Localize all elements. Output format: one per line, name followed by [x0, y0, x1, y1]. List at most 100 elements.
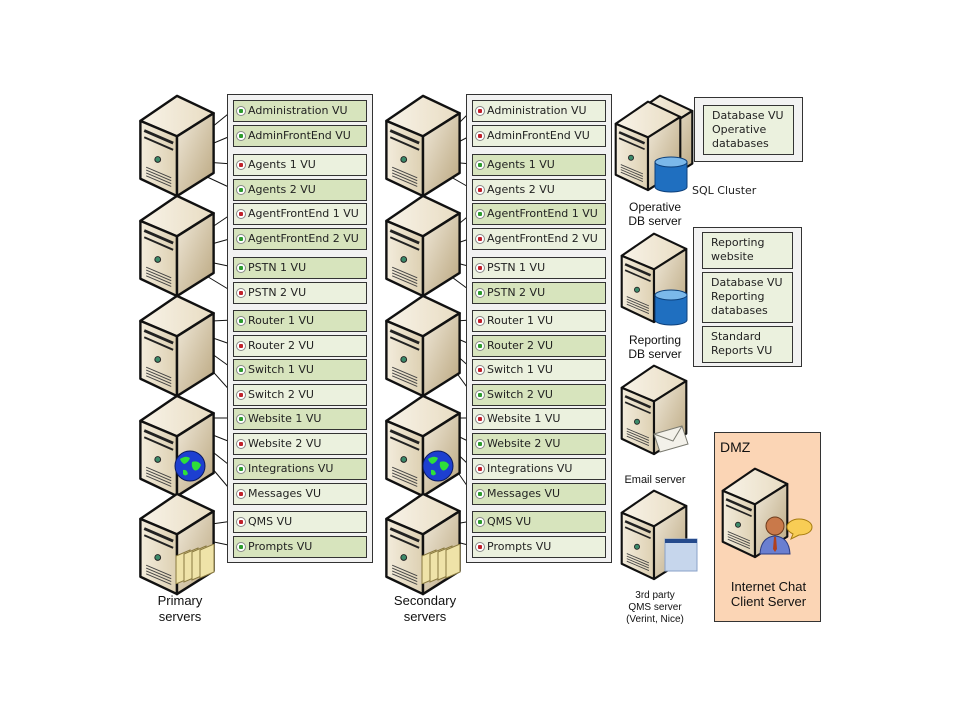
vu-label: Router 2 VU: [487, 339, 554, 352]
database-vu-operative-box[interactable]: Database VU Operative databases: [703, 105, 794, 155]
vu-item[interactable]: AgentFrontEnd 2 VU: [472, 228, 606, 250]
speech-bubble-icon: [786, 518, 813, 541]
vu-item[interactable]: Agents 2 VU: [472, 179, 606, 201]
vu-item[interactable]: PSTN 2 VU: [233, 282, 367, 304]
vu-status-icon: [475, 390, 485, 400]
vu-label: Router 1 VU: [487, 314, 554, 327]
vu-item[interactable]: Website 2 VU: [233, 433, 367, 455]
vu-item[interactable]: Messages VU: [233, 483, 367, 505]
standard-reports-vu-box[interactable]: Standard Reports VU: [702, 326, 793, 363]
vu-item[interactable]: AgentFrontEnd 1 VU: [472, 203, 606, 225]
vu-item[interactable]: Router 1 VU: [233, 310, 367, 332]
vu-status-icon: [236, 489, 246, 499]
vu-label: Router 1 VU: [248, 314, 315, 327]
vu-status-icon: [236, 234, 246, 244]
vu-status-icon: [236, 464, 246, 474]
secondary-server-3-icon[interactable]: [384, 292, 462, 398]
vu-label: Agents 1 VU: [487, 158, 555, 171]
vu-status-icon: [475, 185, 485, 195]
vu-item[interactable]: QMS VU: [233, 511, 367, 533]
vu-label: PSTN 2 VU: [248, 286, 307, 299]
secondary-server-4-icon[interactable]: [384, 392, 462, 498]
vu-item[interactable]: Website 2 VU: [472, 433, 606, 455]
vu-label: QMS VU: [487, 515, 532, 528]
vu-status-icon: [475, 365, 485, 375]
vu-label: PSTN 1 VU: [248, 261, 307, 274]
primary-server-3-icon[interactable]: [138, 292, 216, 398]
reporting-website-box[interactable]: Reporting website: [702, 232, 793, 269]
primary-server-2-icon[interactable]: [138, 192, 216, 298]
vu-item[interactable]: Messages VU: [472, 483, 606, 505]
person-icon: [759, 516, 791, 555]
vu-item[interactable]: Switch 2 VU: [233, 384, 367, 406]
vu-item[interactable]: Prompts VU: [233, 536, 367, 558]
vu-item[interactable]: AdminFrontEnd VU: [472, 125, 606, 147]
vu-label: Messages VU: [487, 487, 561, 500]
secondary-server-2-icon[interactable]: [384, 192, 462, 298]
vu-item[interactable]: Router 1 VU: [472, 310, 606, 332]
primary-server-1-icon[interactable]: [138, 92, 216, 198]
vu-status-icon: [475, 316, 485, 326]
vu-status-icon: [236, 439, 246, 449]
vu-item[interactable]: QMS VU: [472, 511, 606, 533]
vu-status-icon: [475, 209, 485, 219]
vu-label: AgentFrontEnd 2 VU: [487, 232, 598, 245]
vu-item[interactable]: Agents 2 VU: [233, 179, 367, 201]
vu-status-icon: [236, 414, 246, 424]
vu-item[interactable]: AdminFrontEnd VU: [233, 125, 367, 147]
vu-item[interactable]: Switch 2 VU: [472, 384, 606, 406]
vu-label: Agents 2 VU: [487, 183, 555, 196]
vu-status-icon: [236, 185, 246, 195]
vu-item[interactable]: PSTN 1 VU: [472, 257, 606, 279]
vu-item[interactable]: Agents 1 VU: [233, 154, 367, 176]
dmz-title: DMZ: [720, 439, 751, 455]
vu-item[interactable]: AgentFrontEnd 2 VU: [233, 228, 367, 250]
vu-item[interactable]: Prompts VU: [472, 536, 606, 558]
vu-status-icon: [475, 341, 485, 351]
vu-label: AgentFrontEnd 2 VU: [248, 232, 359, 245]
vu-label: Prompts VU: [487, 540, 552, 553]
vu-item[interactable]: Agents 1 VU: [472, 154, 606, 176]
envelope-icon: [653, 425, 689, 453]
qms-server-label: 3rd party QMS server (Verint, Nice): [626, 590, 684, 625]
vu-item[interactable]: Integrations VU: [233, 458, 367, 480]
internet-chat-server-label: Internet Chat Client Server: [730, 579, 807, 609]
vu-item[interactable]: Router 2 VU: [472, 335, 606, 357]
vu-item[interactable]: AgentFrontEnd 1 VU: [233, 203, 367, 225]
vu-label: AgentFrontEnd 1 VU: [248, 207, 359, 220]
vu-label: QMS VU: [248, 515, 293, 528]
vu-item[interactable]: PSTN 1 VU: [233, 257, 367, 279]
operative-db-server-label: Operative DB server: [628, 200, 682, 228]
vu-item[interactable]: Administration VU: [472, 100, 606, 122]
vu-label: Website 2 VU: [487, 437, 561, 450]
vu-item[interactable]: Integrations VU: [472, 458, 606, 480]
window-icon: [664, 538, 698, 572]
primary-vu-panel: Administration VU AdminFrontEnd VU Agents …: [227, 94, 373, 563]
secondary-vu-panel: Administration VU AdminFrontEnd VU Agents …: [466, 94, 612, 563]
vu-label: Administration VU: [487, 104, 587, 117]
secondary-server-1-icon[interactable]: [384, 92, 462, 198]
database-cylinder-icon: [654, 289, 688, 326]
vu-label: AdminFrontEnd VU: [487, 129, 590, 142]
database-cylinder-icon: [654, 156, 688, 193]
vu-item[interactable]: Switch 1 VU: [472, 359, 606, 381]
vu-status-icon: [236, 365, 246, 375]
vu-item[interactable]: PSTN 2 VU: [472, 282, 606, 304]
dmz-zone: DMZ Internet Chat Client Server: [714, 432, 821, 622]
vu-label: AgentFrontEnd 1 VU: [487, 207, 598, 220]
vu-item[interactable]: Router 2 VU: [233, 335, 367, 357]
vu-item[interactable]: Website 1 VU: [472, 408, 606, 430]
vu-status-icon: [475, 263, 485, 273]
vu-status-icon: [475, 106, 485, 116]
primary-servers-label: Primary servers: [157, 593, 203, 624]
vu-status-icon: [236, 542, 246, 552]
database-vu-reporting-box[interactable]: Database VU Reporting databases: [702, 272, 793, 323]
vu-label: AdminFrontEnd VU: [248, 129, 351, 142]
vu-label: Switch 1 VU: [487, 363, 553, 376]
primary-server-4-icon[interactable]: [138, 392, 216, 498]
secondary-servers-label: Secondary servers: [393, 593, 457, 624]
vu-status-icon: [475, 542, 485, 552]
vu-item[interactable]: Switch 1 VU: [233, 359, 367, 381]
vu-item[interactable]: Website 1 VU: [233, 408, 367, 430]
vu-item[interactable]: Administration VU: [233, 100, 367, 122]
